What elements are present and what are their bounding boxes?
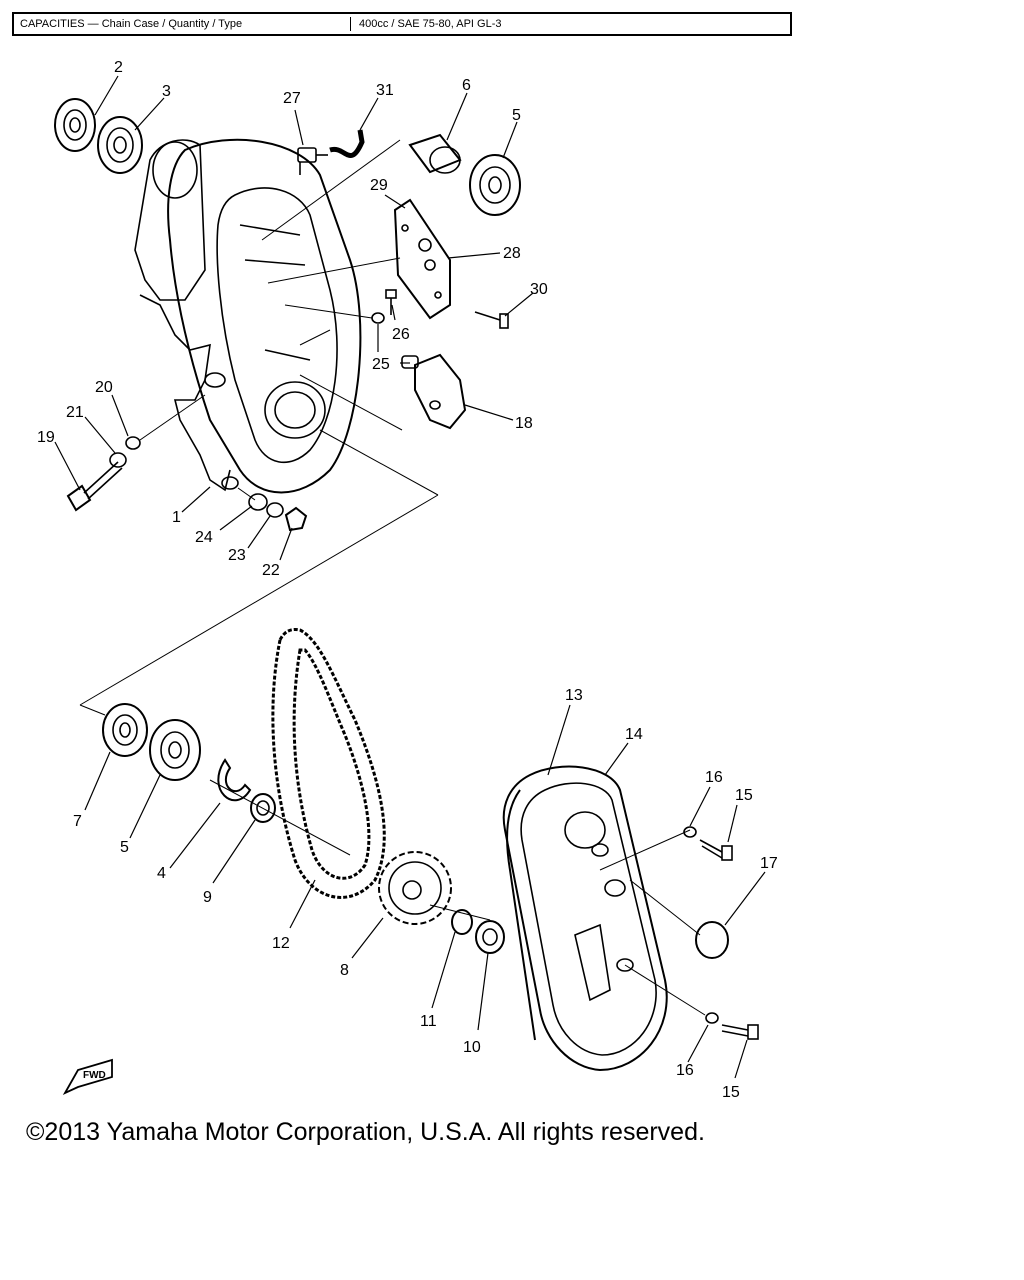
nut-part-22 <box>284 506 308 532</box>
fwd-arrow-icon: FWD <box>62 1058 113 1095</box>
capacities-label: CAPACITIES — Chain Case / Quantity / Typ… <box>20 18 243 30</box>
callout-9: 9 <box>203 889 212 906</box>
bearing-part-7 <box>102 703 148 757</box>
callout-3: 3 <box>162 83 171 100</box>
callout-17: 17 <box>760 855 778 872</box>
assembly-axis-lines <box>79 139 706 1016</box>
chain-case-housing <box>134 138 362 494</box>
washer-part-16-lower <box>705 1012 719 1024</box>
callout-5-upper: 5 <box>512 107 521 124</box>
circlip-part-4 <box>217 758 252 802</box>
drive-chain-part-12 <box>271 628 386 899</box>
callout-26: 26 <box>392 326 410 343</box>
bolt-part-19 <box>66 461 123 512</box>
callout-19: 19 <box>37 429 55 446</box>
breather-hose-part-31 <box>329 129 365 158</box>
callout-23: 23 <box>228 547 246 564</box>
callout-21: 21 <box>66 404 84 421</box>
capacities-value: 400cc / SAE 75-80, API GL-3 <box>359 18 502 30</box>
callout-11: 11 <box>420 1013 437 1030</box>
callout-7: 7 <box>73 813 82 830</box>
bearing-part-2 <box>54 98 96 152</box>
callout-15-lower: 15 <box>722 1084 740 1101</box>
bolt-part-15-upper <box>699 839 733 861</box>
washer-part-20 <box>125 436 141 450</box>
callout-1: 1 <box>172 509 181 526</box>
callout-numbers: 1 2 3 4 5 5 6 7 8 9 10 11 12 13 14 15 15… <box>37 59 778 1101</box>
callout-13: 13 <box>565 687 583 704</box>
collar-part-6 <box>408 133 462 174</box>
breather-fitting-part-27 <box>297 147 328 175</box>
fwd-label: FWD <box>83 1070 106 1081</box>
cover-plate-part-28 <box>393 198 451 320</box>
copyright-notice: ©2013 Yamaha Motor Corporation, U.S.A. A… <box>26 1118 705 1146</box>
lock-washer-part-21 <box>109 452 127 468</box>
callout-27: 27 <box>283 90 301 107</box>
callout-22: 22 <box>262 562 280 579</box>
bearing-part-5-lower <box>149 719 201 781</box>
callout-10: 10 <box>463 1039 481 1056</box>
chain-case-cover-part-14 <box>502 765 668 1072</box>
exploded-parts-diagram: FWD <box>37 59 778 1101</box>
washer-part-25 <box>371 312 385 324</box>
callout-18: 18 <box>515 415 533 432</box>
callout-leaders <box>54 75 766 1079</box>
callout-31: 31 <box>376 82 394 99</box>
cap-part-17 <box>695 921 729 959</box>
screw-part-30 <box>474 311 509 329</box>
bearing-part-3 <box>97 116 143 174</box>
callout-16-lower: 16 <box>676 1062 694 1079</box>
callout-12: 12 <box>272 935 290 952</box>
callout-16-upper: 16 <box>705 769 723 786</box>
callout-30: 30 <box>530 281 548 298</box>
washer-part-11 <box>451 909 473 935</box>
callout-14: 14 <box>625 726 643 743</box>
callout-6: 6 <box>462 77 471 94</box>
tensioner-part-18 <box>401 353 467 430</box>
callout-5-lower: 5 <box>120 839 129 856</box>
callout-2: 2 <box>114 59 123 76</box>
washer-part-16-upper <box>683 826 697 838</box>
washer-part-24 <box>248 493 268 511</box>
capacities-box: CAPACITIES — Chain Case / Quantity / Typ… <box>12 12 792 36</box>
bolt-part-26 <box>385 289 397 315</box>
callout-8: 8 <box>340 962 349 979</box>
nut-part-10 <box>475 920 505 954</box>
callout-15-upper: 15 <box>735 787 753 804</box>
collar-part-9 <box>250 793 276 823</box>
washer-part-23 <box>266 502 284 518</box>
callout-25: 25 <box>372 356 390 373</box>
bolt-part-15-lower <box>721 1024 759 1040</box>
capacities-divider <box>350 17 351 31</box>
callout-4: 4 <box>157 865 166 882</box>
callout-24: 24 <box>195 529 213 546</box>
gasket-part-13 <box>506 789 536 1041</box>
callout-28: 28 <box>503 245 521 262</box>
bearing-part-5-upper <box>469 154 521 216</box>
sprocket-part-8 <box>378 851 452 925</box>
callout-29: 29 <box>370 177 388 194</box>
callout-20: 20 <box>95 379 113 396</box>
